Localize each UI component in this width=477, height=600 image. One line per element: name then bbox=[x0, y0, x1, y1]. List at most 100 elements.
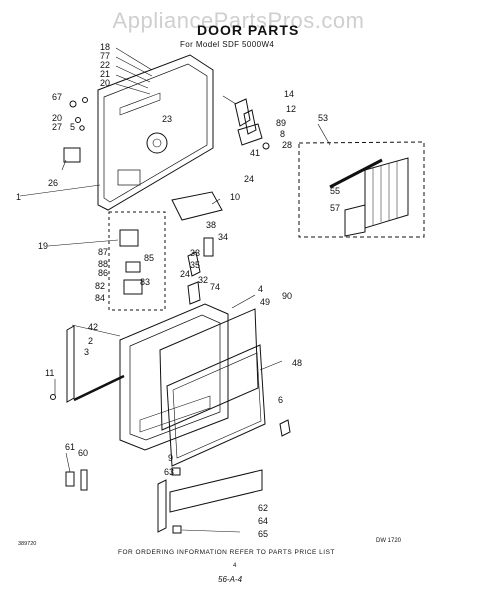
callout-6: 6 bbox=[278, 395, 283, 405]
handwritten-code: 56-A-4 bbox=[218, 575, 243, 584]
callout-23: 23 bbox=[162, 114, 172, 124]
callout-84: 84 bbox=[95, 293, 105, 303]
callout-57: 57 bbox=[330, 203, 340, 213]
callout-26: 26 bbox=[48, 178, 58, 188]
catalog-code: 389720 bbox=[18, 541, 37, 547]
callout-3: 3 bbox=[84, 347, 89, 357]
callout-35: 35 bbox=[190, 260, 200, 270]
bracket-10 bbox=[171, 191, 223, 221]
inner-door-panel-inset bbox=[103, 63, 208, 203]
callout-11: 11 bbox=[45, 368, 54, 378]
callout-60: 60 bbox=[78, 448, 88, 458]
inner-door-panel bbox=[97, 54, 214, 211]
callout-27: 27 bbox=[52, 122, 62, 132]
callout-85: 85 bbox=[144, 253, 154, 263]
outer-panel-box-53 bbox=[298, 141, 425, 238]
callout-62: 62 bbox=[258, 503, 268, 513]
callout-86: 86 bbox=[98, 268, 108, 278]
rod-55 bbox=[329, 158, 383, 189]
detergent-cup-26 bbox=[63, 147, 81, 163]
drawing-number: DW 1720 bbox=[376, 538, 402, 544]
panel-90 bbox=[159, 308, 259, 431]
callout-64: 64 bbox=[258, 516, 268, 526]
callout-12: 12 bbox=[286, 104, 296, 114]
callout-19: 19 bbox=[38, 241, 48, 251]
callout-20: 20 bbox=[52, 113, 62, 123]
part-32 bbox=[187, 251, 201, 277]
callout-83: 83 bbox=[140, 277, 150, 287]
gasket-3 bbox=[73, 374, 125, 402]
callout-22: 22 bbox=[100, 60, 110, 70]
door-control-strip bbox=[139, 395, 211, 433]
callout-9: 9 bbox=[168, 453, 173, 463]
callout-90: 90 bbox=[282, 291, 292, 301]
foot-65 bbox=[172, 525, 182, 534]
ordering-note: FOR ORDERING INFORMATION REFER TO PARTS … bbox=[118, 549, 335, 556]
vent-base-57 bbox=[344, 204, 366, 237]
callout-74: 74 bbox=[210, 282, 220, 292]
part-83 bbox=[123, 279, 143, 295]
callout-33: 33 bbox=[190, 248, 200, 258]
latch-12 bbox=[243, 109, 257, 135]
page-title: DOOR PARTS bbox=[197, 22, 300, 38]
part-86 bbox=[125, 261, 141, 273]
part-67 bbox=[69, 100, 77, 108]
callout-32: 32 bbox=[198, 275, 208, 285]
panel-48 bbox=[166, 344, 266, 467]
callout-24: 24 bbox=[180, 269, 190, 279]
callout-4: 4 bbox=[258, 284, 263, 294]
callout-28: 28 bbox=[282, 140, 292, 150]
callout-42: 42 bbox=[88, 322, 98, 332]
callout-2: 2 bbox=[88, 336, 93, 346]
callout-10: 10 bbox=[230, 192, 240, 202]
callout-48: 48 bbox=[292, 358, 302, 368]
callout-18: 18 bbox=[100, 42, 110, 52]
vent-grille bbox=[364, 157, 409, 229]
kick-plate-62 bbox=[169, 469, 263, 513]
toe-trim-9 bbox=[157, 479, 167, 533]
callout-67: 67 bbox=[52, 92, 62, 102]
switch-group-box bbox=[108, 211, 166, 311]
page-number: 4 bbox=[233, 563, 237, 569]
watermark: AppliancePartsPros.com bbox=[112, 8, 365, 33]
callout-65: 65 bbox=[258, 529, 268, 539]
callout-53: 53 bbox=[318, 113, 328, 123]
handle-6 bbox=[279, 419, 291, 437]
callout-41: 41 bbox=[250, 148, 260, 158]
callout-87: 87 bbox=[98, 247, 108, 257]
part-38 bbox=[203, 237, 214, 257]
callout-49: 49 bbox=[260, 297, 270, 307]
callout-14: 14 bbox=[284, 89, 294, 99]
callout-88: 88 bbox=[98, 259, 108, 269]
panel-vent bbox=[119, 92, 161, 116]
panel-48-inner bbox=[172, 352, 262, 459]
hinge-89 bbox=[237, 123, 263, 146]
callout-61: 61 bbox=[65, 442, 75, 452]
hinge-arm-74 bbox=[187, 281, 201, 305]
spring-60 bbox=[80, 469, 88, 491]
foot-63 bbox=[171, 467, 181, 476]
callout-34: 34 bbox=[218, 232, 228, 242]
switch-87 bbox=[119, 229, 139, 247]
callout-24: 24 bbox=[244, 174, 254, 184]
callout-82: 82 bbox=[95, 281, 105, 291]
side-trim-2 bbox=[66, 325, 75, 403]
callout-21: 21 bbox=[100, 69, 110, 79]
callout-20: 20 bbox=[100, 78, 110, 88]
callout-55: 55 bbox=[330, 186, 340, 196]
callout-8: 8 bbox=[280, 129, 285, 139]
model-subtitle: For Model SDF 5000W4 bbox=[180, 40, 275, 49]
callout-63: 63 bbox=[164, 467, 174, 477]
door-frame-inset bbox=[129, 314, 221, 441]
callout-89: 89 bbox=[276, 118, 286, 128]
callout-38: 38 bbox=[206, 220, 216, 230]
door-frame bbox=[119, 303, 229, 451]
screw-61 bbox=[65, 471, 75, 487]
dispenser-cup bbox=[146, 132, 168, 154]
callout-5: 5 bbox=[70, 122, 75, 132]
latch-14 bbox=[234, 98, 251, 127]
screw-11 bbox=[50, 394, 56, 400]
panel-bracket bbox=[117, 169, 141, 186]
